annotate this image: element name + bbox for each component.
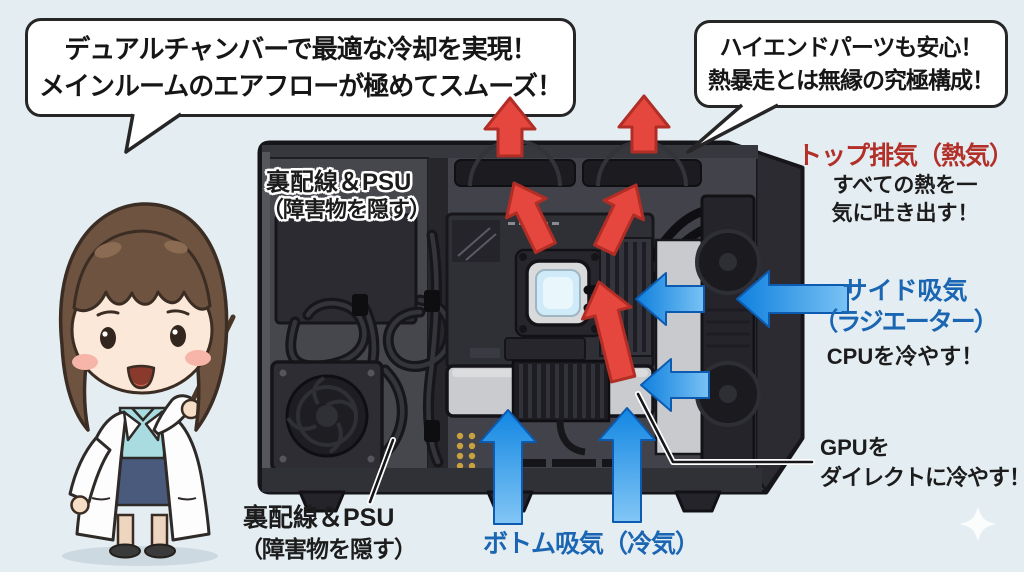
blue-arrow-gpu [640,358,710,412]
cpu-water-block [525,259,591,327]
label-top-exhaust-desc1: すべての熱を一 [832,174,978,197]
scientist-character [58,202,236,566]
radiator-fans [695,194,761,464]
aio-tubes [583,205,717,313]
bubble-left-tail [124,112,182,154]
red-arrow-cpu [580,280,637,384]
exhaust-airflow-arrows [505,181,645,384]
label-side-intake-title2: （ラジエーター） [813,308,999,336]
top-fans [454,139,702,187]
speech-bubble-right: ハイエンドパーツも安心！ 熱暴走とは無縁の究極構成！ [694,20,1008,108]
blue-arrow-bottom-left [479,409,537,525]
character-shadow [62,546,218,566]
callout-line-psu [368,438,395,504]
red-arrow-inner-right [593,183,645,257]
motherboard [445,205,717,370]
bubble-right-tail [686,103,779,154]
speech-bubble-left: デュアルチャンバーで最適な冷却を実現！ メインルームのエアフローが極めてスムーズ… [25,18,576,117]
label-back-chamber-outside-line2: （障害物を隠す） [240,536,417,562]
character-eye [170,325,186,347]
label-gpu-line2: ダイレクトに冷やす！ [820,465,1024,490]
bubble-right-line2: 熱暴走とは無縁の究極構成！ [708,67,995,93]
character-hair [58,202,229,432]
side-panel [654,238,706,456]
character-eye [100,327,116,349]
cable-bundle [285,229,456,470]
label-top-exhaust-desc2: 気に吐き出す！ [831,202,979,225]
label-side-intake-desc: CPUを冷やす！ [826,344,984,369]
bubble-left-line1: デュアルチャンバーで最適な冷却を実現！ [64,33,537,64]
sparkle-icon [960,506,996,542]
label-top-exhaust-title: トップ排気（熱気） [796,142,1014,170]
intake-airflow-arrows [479,270,849,525]
drive-shroud [274,213,418,325]
blue-arrow-bottom-right [598,407,656,523]
gpu [445,359,655,456]
red-arrow-inner-left [505,181,557,255]
blue-arrow-side-inner [635,272,705,326]
label-side-intake-title1: サイド吸気 [842,277,968,305]
character-hand [180,398,202,420]
psu [270,360,384,472]
pointer-stick [183,314,236,417]
label-bottom-intake: ボトム吸気（冷気） [482,530,700,558]
psu-fan-icon [285,374,369,458]
callout-line-gpu [636,392,814,464]
label-back-chamber-outside-line1: 裏配線＆PSU [243,504,395,532]
label-gpu-line1: GPUを [820,435,890,460]
callout-lines [367,391,815,505]
io-headers [456,432,622,470]
chamber-divider [428,158,448,484]
bubble-right-line1: ハイエンドパーツも安心！ [719,34,984,61]
bubble-left-line2: メインルームのエアフローが極めてスムーズ！ [39,70,563,101]
label-back-chamber-inside-line2: （障害物を隠す） [262,197,431,222]
red-arrow-top-right [617,94,671,154]
